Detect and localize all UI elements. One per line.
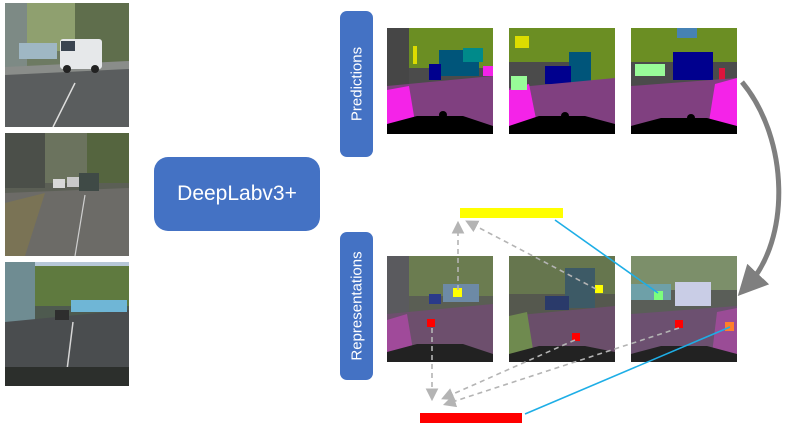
model-label: DeepLabv3+ <box>177 182 297 205</box>
red-feature-bar <box>420 413 522 423</box>
red-marker <box>675 320 683 328</box>
street-scene-cars-icon <box>5 133 129 256</box>
representation-3 <box>631 256 737 362</box>
feature-overlay-icon <box>387 256 493 362</box>
dashed-arrow-5 <box>442 327 680 408</box>
feature-overlay-icon <box>509 256 615 362</box>
feature-overlay-icon <box>631 256 737 362</box>
model-box: DeepLabv3+ <box>154 157 320 231</box>
input-image-2 <box>5 133 129 256</box>
green-marker <box>654 291 663 300</box>
prediction-2 <box>509 28 615 134</box>
yellow-marker <box>595 285 603 293</box>
representation-2 <box>509 256 615 362</box>
segmentation-map-icon <box>509 28 615 134</box>
dashed-arrow-4 <box>441 339 576 400</box>
street-scene-tram-icon <box>5 262 129 386</box>
representation-1 <box>387 256 493 362</box>
cyan-line-red <box>524 326 731 415</box>
red-marker <box>572 333 580 341</box>
segmentation-map-icon <box>387 28 493 134</box>
representations-label-box: Representations <box>340 232 373 380</box>
yellow-feature-bar <box>460 208 563 218</box>
red-marker <box>427 319 435 327</box>
yellow-marker <box>453 288 462 297</box>
street-scene-van-icon <box>5 3 129 127</box>
input-image-1 <box>5 3 129 127</box>
cyan-line-yellow <box>554 219 659 294</box>
predictions-label-box: Predictions <box>340 11 373 157</box>
input-image-3 <box>5 262 129 386</box>
prediction-3 <box>631 28 737 134</box>
curved-arrow <box>737 80 782 296</box>
segmentation-map-icon <box>631 28 737 134</box>
prediction-1 <box>387 28 493 134</box>
dashed-arrow-2 <box>465 220 597 290</box>
